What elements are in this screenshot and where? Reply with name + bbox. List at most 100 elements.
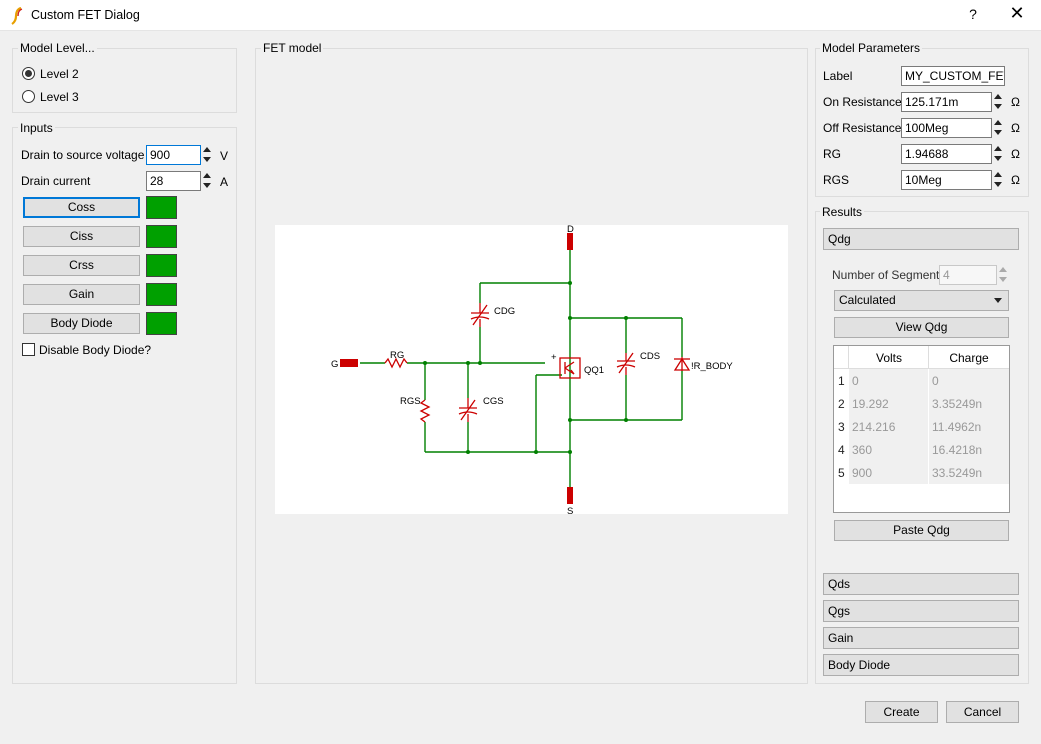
level-2-radio[interactable] xyxy=(22,67,35,80)
label-plus: + xyxy=(551,352,557,363)
level-3-radio[interactable] xyxy=(22,90,35,103)
table-row[interactable]: 3 214.216 11.4962n xyxy=(834,415,1009,438)
table-row[interactable]: 5 900 33.5249n xyxy=(834,461,1009,484)
create-button[interactable]: Create xyxy=(865,701,938,723)
model-level-legend: Model Level... xyxy=(18,41,97,55)
mode-dropdown-value: Calculated xyxy=(839,293,896,307)
crss-button[interactable]: Crss xyxy=(23,255,140,276)
coss-button[interactable]: Coss xyxy=(23,197,140,218)
charge-cell[interactable]: 11.4962n xyxy=(932,420,982,434)
label-field-label: Label xyxy=(823,69,853,83)
charge-cell-bg xyxy=(929,438,1009,461)
label-cgs: CGS xyxy=(483,396,504,407)
table-row[interactable]: 4 360 16.4218n xyxy=(834,438,1009,461)
body-diode-button[interactable]: Body Diode xyxy=(23,313,140,334)
qds-tab[interactable]: Qds xyxy=(823,573,1019,595)
gain-button[interactable]: Gain xyxy=(23,284,140,305)
charge-cell-bg xyxy=(929,461,1009,484)
qdg-tab[interactable]: Qdg xyxy=(823,228,1019,250)
volts-cell-bg xyxy=(849,392,929,415)
label-s: S xyxy=(567,506,573,514)
segments-input[interactable]: 4 xyxy=(939,265,997,285)
label-input[interactable]: MY_CUSTOM_FET xyxy=(901,66,1005,86)
volts-cell-bg xyxy=(849,415,929,438)
inputs-legend: Inputs xyxy=(18,121,55,135)
label-rg: RG xyxy=(390,350,404,361)
drain-voltage-input[interactable]: 900 xyxy=(146,145,201,165)
level-2-label[interactable]: Level 2 xyxy=(40,67,79,81)
table-row[interactable]: 2 19.292 3.35249n xyxy=(834,392,1009,415)
label-r-body: !R_BODY xyxy=(691,361,733,372)
table-row[interactable]: 1 0 0 xyxy=(834,369,1009,392)
off-resistance-input[interactable]: 100Meg xyxy=(901,118,992,138)
volts-cell[interactable]: 19.292 xyxy=(852,397,889,411)
disable-body-diode-label[interactable]: Disable Body Diode? xyxy=(39,343,152,357)
charge-cell[interactable]: 33.5249n xyxy=(932,466,983,480)
body-diode-tab[interactable]: Body Diode xyxy=(823,654,1019,676)
volts-cell[interactable]: 360 xyxy=(852,443,873,457)
charge-cell[interactable]: 3.35249n xyxy=(932,397,983,411)
view-qdg-button[interactable]: View Qdg xyxy=(834,317,1009,338)
title-bar: Custom FET Dialog ? ✕ xyxy=(0,0,1041,31)
drain-current-spinner[interactable] xyxy=(201,171,213,191)
charge-cell-bg xyxy=(929,392,1009,415)
volts-cell[interactable]: 0 xyxy=(852,374,859,388)
fet-model-legend: FET model xyxy=(261,41,324,55)
rg-label: RG xyxy=(823,147,841,161)
header-divider xyxy=(848,346,849,369)
charge-cell[interactable]: 0 xyxy=(932,374,939,388)
gain-tab[interactable]: Gain xyxy=(823,627,1019,649)
model-level-group xyxy=(12,48,237,113)
rgs-unit: Ω xyxy=(1011,173,1020,187)
charge-cell[interactable]: 16.4218n xyxy=(932,443,983,457)
mode-dropdown[interactable]: Calculated xyxy=(834,290,1009,311)
qdg-table[interactable]: Volts Charge 1 0 0 2 19.292 3.35249n 3 2… xyxy=(833,345,1010,513)
row-number: 4 xyxy=(838,443,845,457)
model-parameters-legend: Model Parameters xyxy=(820,41,923,55)
drain-voltage-unit: V xyxy=(220,149,229,163)
label-d: D xyxy=(567,225,574,235)
results-legend: Results xyxy=(820,205,865,219)
header-divider xyxy=(928,346,929,369)
ciss-button[interactable]: Ciss xyxy=(23,226,140,247)
inputs-group xyxy=(12,127,237,684)
window-title: Custom FET Dialog xyxy=(31,8,140,22)
ciss-status-indicator xyxy=(146,225,177,248)
off-resistance-unit: Ω xyxy=(1011,121,1020,135)
level-3-label[interactable]: Level 3 xyxy=(40,90,79,104)
table-header-charge[interactable]: Charge xyxy=(949,351,989,365)
qgs-tab[interactable]: Qgs xyxy=(823,600,1019,622)
close-button[interactable]: ✕ xyxy=(1009,3,1025,23)
rg-input[interactable]: 1.94688 xyxy=(901,144,992,164)
label-cds: CDS xyxy=(640,351,660,362)
rgs-spinner[interactable] xyxy=(992,170,1004,190)
schematic-labels: D S G RG RGS CDG CGS CDS QQ1 !R_BODY + xyxy=(331,225,733,514)
volts-cell-bg xyxy=(849,369,929,392)
cancel-button[interactable]: Cancel xyxy=(946,701,1019,723)
disable-body-diode-checkbox[interactable] xyxy=(22,343,35,356)
label-qq1: QQ1 xyxy=(584,365,604,376)
volts-cell[interactable]: 900 xyxy=(852,466,873,480)
help-button[interactable]: ? xyxy=(969,6,977,22)
table-header-volts[interactable]: Volts xyxy=(875,351,902,365)
on-resistance-input[interactable]: 125.171m xyxy=(901,92,992,112)
schematic-components xyxy=(340,233,691,504)
rg-unit: Ω xyxy=(1011,147,1020,161)
table-header-row: Volts Charge xyxy=(834,346,1009,369)
schematic-wires xyxy=(360,250,683,490)
on-resistance-spinner[interactable] xyxy=(992,92,1004,112)
rgs-input[interactable]: 10Meg xyxy=(901,170,992,190)
coss-status-indicator xyxy=(146,196,177,219)
drain-voltage-spinner[interactable] xyxy=(201,145,213,165)
fet-schematic: D S G RG RGS CDG CGS CDS QQ1 !R_BODY + xyxy=(275,225,788,514)
off-resistance-label: Off Resistance xyxy=(823,121,902,135)
label-rgs: RGS xyxy=(400,396,421,407)
segments-spinner[interactable] xyxy=(997,265,1009,285)
chevron-down-icon xyxy=(994,298,1002,303)
volts-cell[interactable]: 214.216 xyxy=(852,420,896,434)
off-resistance-spinner[interactable] xyxy=(992,118,1004,138)
rg-spinner[interactable] xyxy=(992,144,1004,164)
drain-current-input[interactable]: 28 xyxy=(146,171,201,191)
paste-qdg-button[interactable]: Paste Qdg xyxy=(834,520,1009,541)
volts-cell-bg xyxy=(849,438,929,461)
